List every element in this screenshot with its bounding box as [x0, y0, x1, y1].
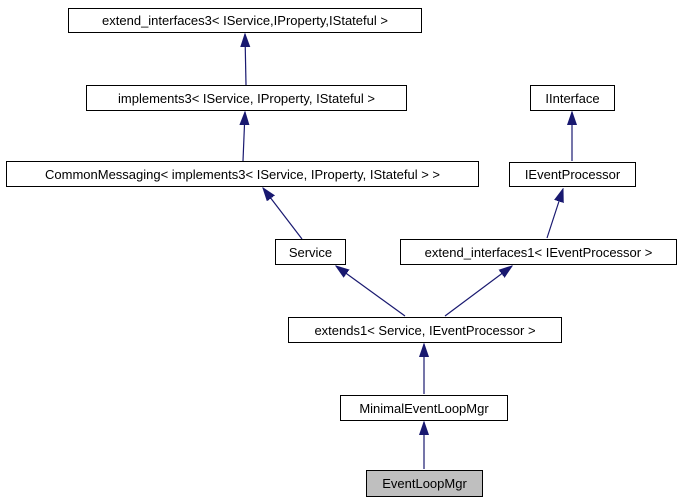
- node-ieventprocessor[interactable]: IEventProcessor: [509, 162, 636, 187]
- node-commonmessaging[interactable]: CommonMessaging< implements3< IService, …: [6, 161, 479, 187]
- node-iinterface[interactable]: IInterface: [530, 85, 615, 111]
- edge-service-to-commonmessaging: [263, 188, 303, 240]
- node-minimaleventloopmgr[interactable]: MinimalEventLoopMgr: [340, 395, 508, 421]
- node-implements3[interactable]: implements3< IService, IProperty, IState…: [86, 85, 407, 111]
- edge-extend-interfaces1-to-ieventprocessor: [546, 189, 563, 239]
- node-eventloopmgr-current: EventLoopMgr: [366, 470, 483, 497]
- node-extend-interfaces3[interactable]: extend_interfaces3< IService,IProperty,I…: [68, 8, 422, 33]
- edge-commonmessaging-to-implements3: [243, 112, 245, 162]
- node-extends1[interactable]: extends1< Service, IEventProcessor >: [288, 317, 562, 343]
- edge-implements3-to-extend-interfaces3: [245, 34, 246, 86]
- edge-extends1-to-service: [336, 266, 406, 317]
- node-extend-interfaces1[interactable]: extend_interfaces1< IEventProcessor >: [400, 239, 677, 265]
- node-service[interactable]: Service: [275, 239, 346, 265]
- edge-extends1-to-extend-interfaces1: [444, 266, 512, 317]
